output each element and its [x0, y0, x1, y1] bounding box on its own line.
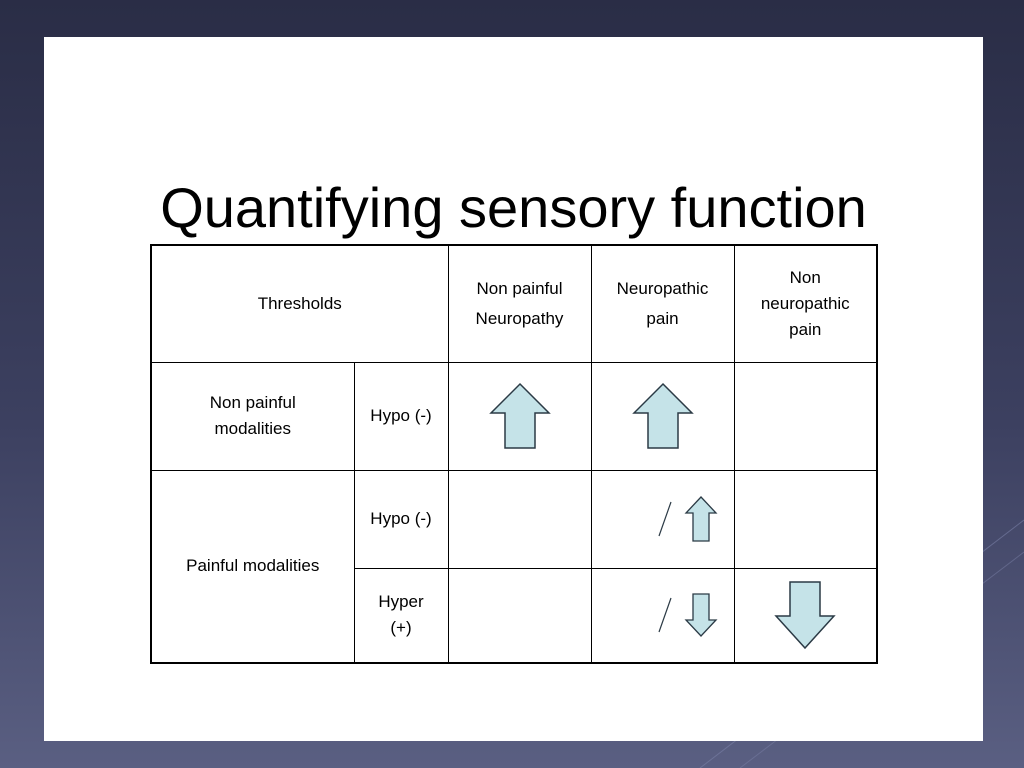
small-down-arrow-icon — [683, 593, 718, 638]
table-header-row: Thresholds Non painful Neuropathy Neurop… — [150, 244, 878, 363]
table-row: Hyper (+) — [151, 567, 878, 664]
up-arrow-icon — [631, 382, 694, 449]
table-row: Non painful modalities Hypo (-) — [150, 361, 878, 471]
table-row: Painful modalities Hypo (-) — [150, 469, 878, 664]
up-arrow-icon — [488, 382, 551, 449]
small-up-arrow-icon — [683, 496, 718, 542]
row-sub-hypo: Hypo (-) — [353, 469, 449, 569]
row-sub-hypo: Hypo (-) — [353, 361, 449, 471]
slash-icon — [657, 598, 672, 633]
header-thresholds: Thresholds — [150, 244, 449, 363]
cell-r1-c3 — [733, 361, 878, 471]
header-non-neuropathic-pain: Non neuropathic pain — [733, 244, 878, 363]
slide-title: Quantifying sensory function — [160, 176, 867, 239]
cell-r2-c3 — [733, 469, 878, 569]
header-neuropathic-pain: Neuropathic pain — [590, 244, 735, 363]
cell-r3-c2 — [590, 567, 735, 664]
down-arrow-icon — [774, 581, 836, 650]
header-non-painful-neuropathy: Non painful Neuropathy — [447, 244, 592, 363]
cell-r1-c1 — [447, 361, 592, 471]
cell-r2-c1 — [447, 469, 592, 569]
slash-icon — [657, 501, 672, 537]
cell-r3-c1 — [447, 567, 592, 664]
cell-r2-c2 — [590, 469, 735, 569]
row-group-non-painful-modalities: Non painful modalities — [150, 361, 355, 471]
cell-r3-c3 — [733, 567, 878, 664]
row-group-painful-modalities: Painful modalities — [150, 469, 355, 664]
cell-r1-c2 — [590, 361, 735, 471]
row-sub-hyper: Hyper (+) — [353, 567, 449, 664]
thresholds-table: Thresholds Non painful Neuropathy Neurop… — [150, 244, 878, 664]
